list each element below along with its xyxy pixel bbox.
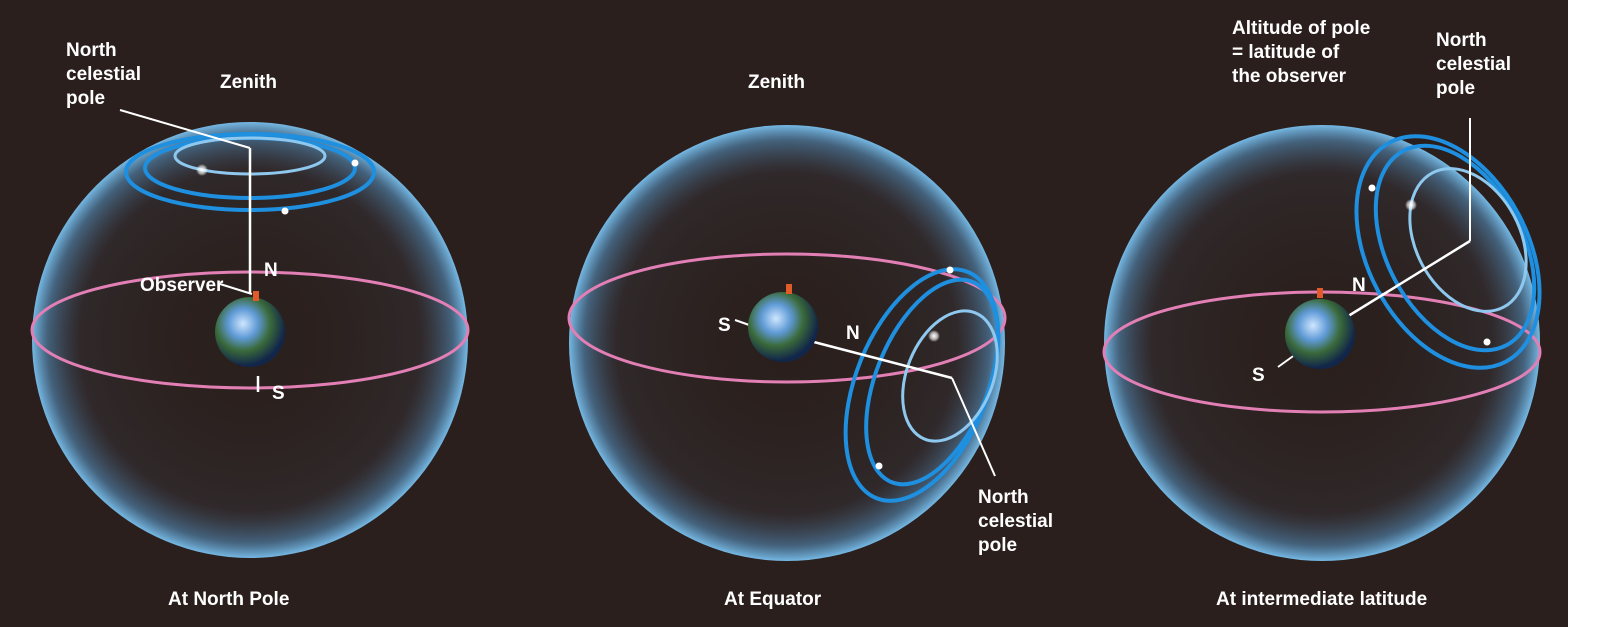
panel-caption: At North Pole [168,589,289,610]
north-label: N [846,323,860,344]
panel-caption: At Equator [724,589,822,610]
north-label: N [264,260,278,281]
earth [748,292,818,362]
pole-pointer-line [951,377,996,477]
star [351,159,359,167]
north-label: N [1352,275,1366,296]
star [196,164,208,176]
south-label: S [718,315,731,336]
star [1368,184,1376,192]
south-label: S [1252,365,1265,386]
celestial-horizon [567,252,1007,384]
observer-label: Observer [140,275,224,296]
axis-line [1344,239,1471,320]
pole-pointer-line [119,109,251,149]
star-path-inner [1408,167,1528,313]
star-path-inner [901,309,999,443]
star [875,462,883,470]
earth [215,297,285,367]
axis-line [809,339,953,380]
star-path-outer [1354,134,1542,370]
south-label: S [272,383,285,404]
star [1483,338,1491,346]
panel-caption: At intermediate latitude [1216,589,1427,610]
observer-marker [253,291,259,301]
observer-marker [786,284,792,294]
star [928,330,940,342]
observer-pointer-line [219,283,253,295]
zenith-label: Zenith [748,72,805,93]
star [1405,199,1417,211]
star [946,266,954,274]
earth [1285,299,1355,369]
zenith-label: Zenith [220,72,277,93]
star [281,207,289,215]
observer-marker [1317,288,1323,298]
